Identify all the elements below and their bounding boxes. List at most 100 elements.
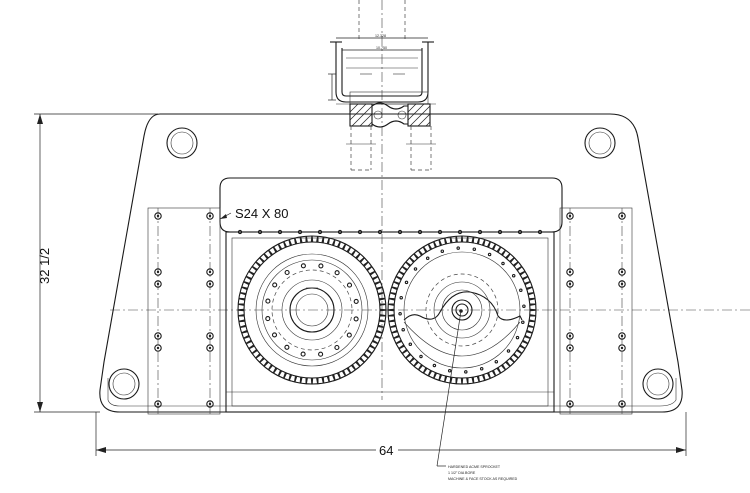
sprocket-tooth <box>272 246 278 253</box>
sprocket-tooth <box>283 241 288 248</box>
sprocket-tooth <box>369 344 376 350</box>
sprocket-tooth <box>255 261 262 267</box>
hub-bolt-hole <box>515 335 520 340</box>
frame-bolt-center <box>568 334 572 338</box>
sprocket-left <box>237 235 387 385</box>
sprocket-tooth <box>389 324 397 328</box>
hub-bolt-hole <box>522 304 526 308</box>
sprocket-tooth <box>455 377 458 384</box>
sprocket-tooth <box>438 374 443 381</box>
sprocket-tooth <box>526 286 533 291</box>
sprocket-tooth <box>486 241 491 248</box>
height-dimension: 32 1/2 <box>34 113 158 413</box>
frame-bolt-center <box>620 282 624 286</box>
sprocket-tooth <box>530 308 536 312</box>
sprocket-tooth <box>299 236 303 243</box>
sprocket-tooth <box>491 370 497 377</box>
sprocket-tooth <box>251 349 258 355</box>
frame-bolt-center <box>208 402 212 406</box>
sprocket-tooth <box>326 237 330 245</box>
sprocket-tooth <box>393 334 400 339</box>
sprocket-tooth <box>401 349 408 355</box>
sprocket-tooth <box>243 281 250 286</box>
main-frame-plate <box>99 113 683 413</box>
sprocket-tooth <box>239 324 247 328</box>
frame-bolt-hole <box>566 280 574 288</box>
note-line-1: HARDENED ACME SPROCKET <box>448 465 501 469</box>
sprocket-tooth <box>529 314 536 317</box>
sprocket-tooth <box>398 270 405 276</box>
chain-guard <box>219 177 563 233</box>
sprocket-tooth <box>288 374 293 381</box>
sprocket-tooth <box>321 236 325 243</box>
sprocket-tooth <box>341 370 347 377</box>
frame-bolt-center <box>208 282 212 286</box>
frame-bolt-hole <box>206 332 214 340</box>
sprocket-tooth <box>372 275 379 281</box>
sprocket-tooth <box>245 339 252 345</box>
frame-bolt-hole <box>154 212 162 220</box>
hub-bolt-hole <box>401 327 405 332</box>
sprocket-tooth <box>310 236 314 242</box>
frame-bolt-hole <box>206 212 214 220</box>
frame-bolt-hole <box>206 400 214 408</box>
sprocket-tooth <box>444 375 448 383</box>
hub-bolt-hole <box>265 316 271 322</box>
sprocket-tooth <box>501 364 507 371</box>
sprocket-tooth <box>359 357 365 363</box>
frame-bolt-center <box>208 346 212 350</box>
note-leader <box>436 309 463 467</box>
frame-bolt-hole <box>154 332 162 340</box>
sprocket-tooth <box>255 353 262 359</box>
sprocket-tooth <box>529 319 536 323</box>
hub-bolt-hole <box>300 263 306 269</box>
sprocket-tooth <box>516 265 523 271</box>
hub-bolt-hole <box>334 270 340 276</box>
sprocket-tooth <box>422 367 428 374</box>
sprocket-tooth <box>409 257 415 263</box>
sprocket-right <box>387 235 537 385</box>
sprocket-tooth <box>460 236 464 242</box>
sprocket-tooth <box>481 374 486 381</box>
frame-bolt-hole <box>154 400 162 408</box>
sprocket-tooth <box>366 265 373 271</box>
sprocket-tooth <box>449 236 453 243</box>
frame-bolt-hole <box>566 344 574 352</box>
sprocket-tooth <box>527 324 535 328</box>
sprocket-tooth <box>522 339 529 345</box>
sprocket-tooth <box>374 281 381 286</box>
sprocket-tooth <box>351 364 357 371</box>
sprocket-tooth <box>355 253 361 260</box>
frame-bolt-center <box>620 346 624 350</box>
sprocket-tooth <box>460 378 464 384</box>
frame-bolt-center <box>620 214 624 218</box>
hanging-posts <box>346 126 436 171</box>
sprocket-tooth <box>388 314 395 317</box>
sprocket-tooth <box>388 297 395 301</box>
sprocket-tooth <box>512 261 519 267</box>
hub-bolt-hole <box>425 256 430 261</box>
frame-bolt-hole <box>206 344 214 352</box>
sprocket-tooth <box>359 257 365 263</box>
sprocket-tooth <box>471 377 475 384</box>
hub-bolt-hole <box>419 354 423 359</box>
mounting-hole-bottom-left <box>108 368 140 400</box>
sprocket-tooth <box>391 286 398 291</box>
sprocket-tooth <box>248 344 255 350</box>
sprocket-tooth <box>496 367 502 374</box>
mounting-hole-top-left <box>166 127 198 159</box>
sprocket-tooth <box>238 303 245 306</box>
sprocket-tooth <box>331 374 336 381</box>
hub-bolt-hole <box>472 247 477 251</box>
frame-bolt-center <box>620 270 624 274</box>
hub-bolt-hole <box>318 263 324 269</box>
sprocket-tooth <box>369 270 376 276</box>
sprocket-tooth <box>529 303 536 306</box>
sprocket-tooth <box>496 246 502 253</box>
sprocket-tooth <box>466 236 469 243</box>
hub-bolt-hole <box>271 332 278 338</box>
sprocket-tooth <box>346 246 352 253</box>
frame-bolt-center <box>568 282 572 286</box>
frame-bolt-hole <box>566 400 574 408</box>
mounting-hole-bottom-right <box>642 368 674 400</box>
